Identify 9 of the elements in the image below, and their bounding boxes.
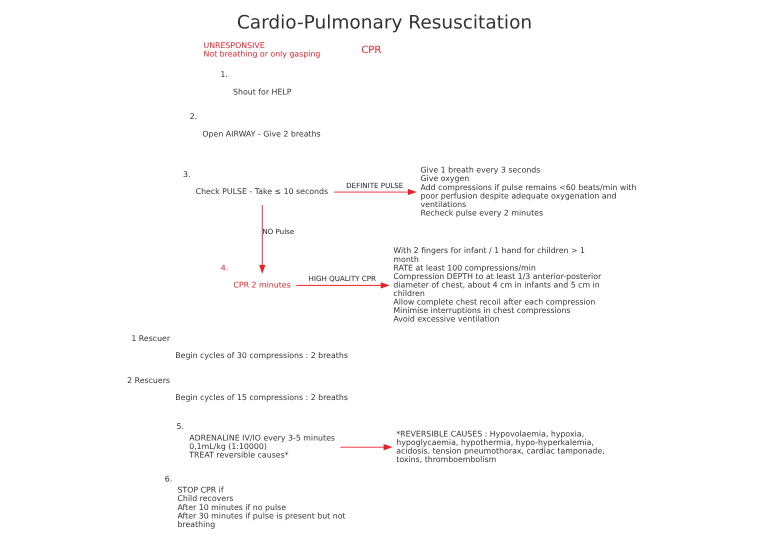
arrow [339,444,392,450]
edge-label: HIGH QUALITY CPR [308,274,376,284]
label: CPR [360,44,381,56]
arrow [333,188,416,196]
edge-label: NO Pulse [262,227,294,236]
arrow [258,204,265,274]
diagram-title: Cardio-Pulmonary Resuscitation [236,12,532,34]
edge-label: DEFINITE PULSE [346,180,403,190]
arrow [295,282,390,289]
